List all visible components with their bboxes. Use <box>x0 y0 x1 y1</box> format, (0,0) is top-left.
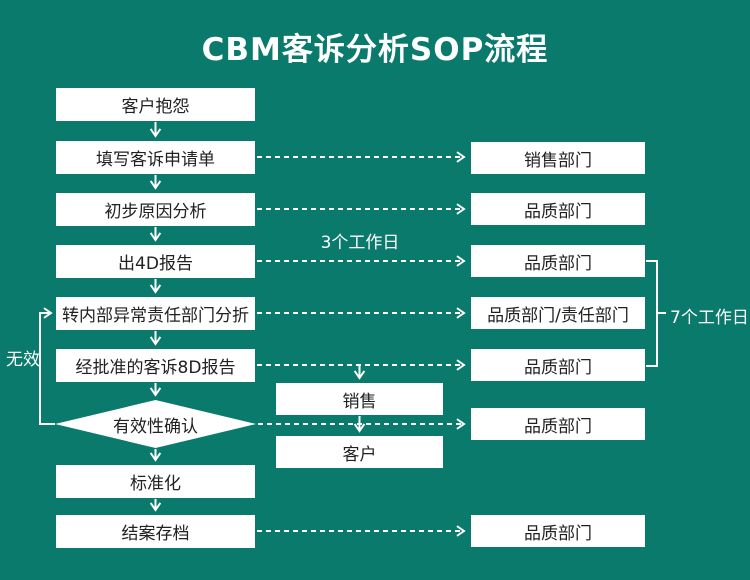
step-customer-complaint: 客户抱怨 <box>56 88 255 121</box>
label-7-working-days: 7个工作日 <box>670 308 749 328</box>
step-fill-complaint-form: 填写客诉申请单 <box>56 141 255 174</box>
dept-quality-2: 品质部门 <box>471 245 645 277</box>
step-internal-responsibility-analysis: 转内部异常责任部门分折 <box>56 297 255 330</box>
mid-box-sales: 销售 <box>276 383 443 415</box>
page-title: CBM客诉分析SOP流程 <box>201 32 549 68</box>
mid-box-customer: 客户 <box>276 436 443 468</box>
dept-quality-4: 品质部门 <box>471 408 645 440</box>
step-standardization: 标准化 <box>56 465 255 498</box>
feedback-loop-invalid <box>39 307 55 425</box>
step-initial-cause-analysis: 初步原因分析 <box>56 193 255 226</box>
dept-quality-5: 品质部门 <box>471 515 645 547</box>
dept-sales: 销售部门 <box>471 142 645 174</box>
dept-quality-responsible: 品质部门/责任部门 <box>471 297 645 329</box>
step-issue-4d-report: 出4D报告 <box>56 245 255 278</box>
step-case-archive: 结案存档 <box>56 515 255 548</box>
dept-quality-1: 品质部门 <box>471 193 645 225</box>
dept-quality-3: 品质部门 <box>471 349 645 381</box>
bracket-7-days <box>646 260 658 367</box>
label-invalid: 无效 <box>6 350 40 370</box>
step-approved-8d-report: 经批准的客诉8D报告 <box>56 349 255 382</box>
label-3-working-days: 3个工作日 <box>320 233 400 253</box>
